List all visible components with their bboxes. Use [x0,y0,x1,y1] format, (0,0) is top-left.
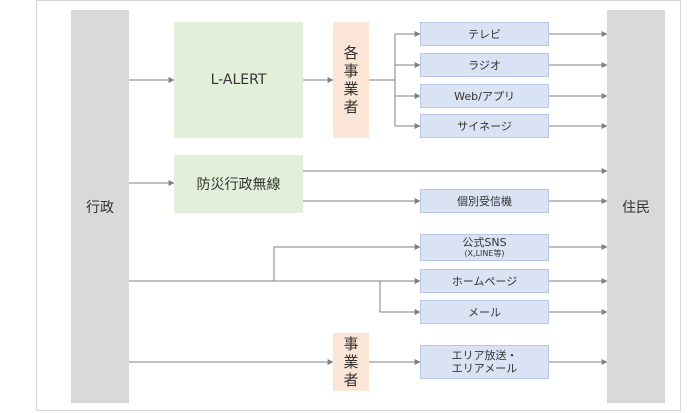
l-alert-label: L-ALERT [210,72,267,88]
web-app-box: Web/アプリ [420,84,549,108]
radio-box: ラジオ [420,53,549,77]
area-mail-box: エリア放送・ エリアメール [420,345,549,379]
arrow-to-sns [273,244,421,281]
jigyousha-char-3: 者 [343,371,359,389]
mail-label: メール [468,306,501,319]
official-sns-sublabel: (X,LINE等) [464,249,505,258]
kaku-jigyousha-char-3: 業 [343,80,359,98]
jigyousha-char-1: 事 [343,335,359,353]
web-app-label: Web/アプリ [454,90,515,103]
jumin-column: 住民 [607,10,665,403]
gyosei-label: 行政 [86,199,114,216]
gyosei-column: 行政 [71,10,129,403]
bousai-musen-box: 防災行政無線 [174,155,303,213]
tv-box: テレビ [420,22,549,46]
radio-label: ラジオ [468,59,501,72]
official-sns-label: 公式SNS [462,236,507,249]
signage-label: サイネージ [457,120,512,133]
area-mail-label: エリアメール [451,362,518,375]
l-alert-box: L-ALERT [174,22,303,138]
arrow-to-mail [379,281,421,315]
homepage-box: ホームページ [420,269,549,293]
signage-box: サイネージ [420,114,549,138]
jigyousha-char-2: 業 [343,353,359,371]
bousai-musen-label: 防災行政無線 [196,177,281,193]
homepage-label: ホームページ [451,275,518,288]
official-sns-box: 公式SNS (X,LINE等) [420,234,549,261]
kobetsu-jushinki-box: 個別受信機 [420,189,549,213]
kaku-jigyousha-char-1: 各 [343,44,359,62]
kobetsu-jushinki-label: 個別受信機 [457,195,512,208]
kaku-jigyousha-char-2: 事 [343,62,359,80]
kaku-jigyousha-char-4: 者 [343,98,359,116]
jumin-label: 住民 [622,199,650,216]
tv-label: テレビ [468,28,501,41]
kaku-jigyousha-box: 各 事 業 者 [333,22,369,138]
area-broadcast-label: エリア放送・ [451,349,518,362]
jigyousha-box: 事 業 者 [333,333,369,391]
mail-box: メール [420,300,549,324]
